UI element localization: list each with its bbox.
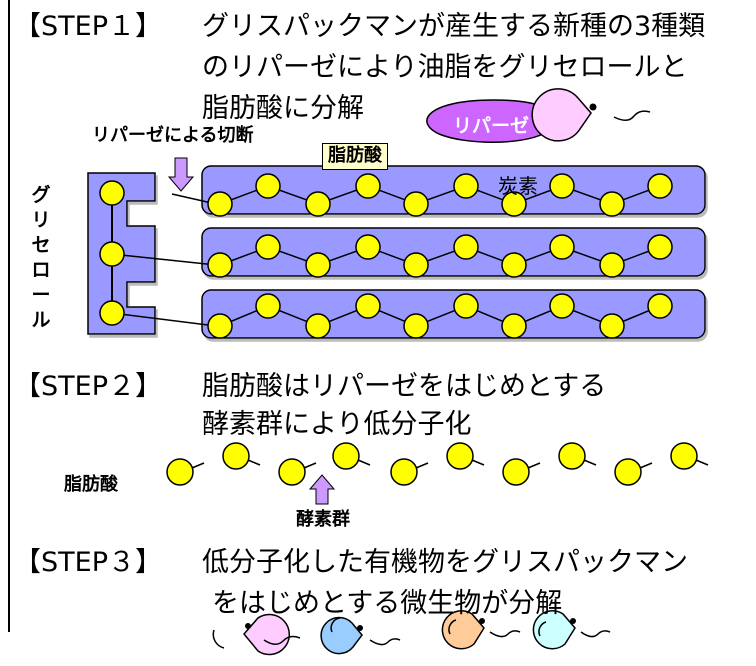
carbon-atom <box>207 313 233 339</box>
carbon-atom <box>647 293 673 319</box>
fragment-atom <box>558 442 586 470</box>
cut-label: リパーゼによる切断 <box>92 125 254 146</box>
pacman-pink <box>212 613 301 656</box>
step2-fragments <box>166 442 709 486</box>
glycerol-atom <box>99 180 125 206</box>
fragment-atom <box>222 442 250 470</box>
glycerol-atom <box>99 300 125 326</box>
pacman-tail <box>613 110 651 121</box>
fragment-bond <box>471 459 485 466</box>
pacman-blue <box>320 616 401 655</box>
fragment-bond <box>527 462 541 469</box>
fragment-bond <box>639 462 653 469</box>
fragment-bond <box>191 462 205 469</box>
fragment-atom <box>670 442 698 470</box>
pacman-orange <box>441 610 521 650</box>
fragment-bond <box>247 459 261 466</box>
step2-fatty-acid-label: 脂肪酸 <box>64 474 118 495</box>
ester-bond-2 <box>111 253 217 266</box>
lipase-bubble-label: リパーゼ <box>453 115 530 137</box>
carbon-chain-bond <box>219 185 661 205</box>
fragment-bond <box>303 462 317 469</box>
pacman-lipase <box>531 88 592 142</box>
carbon-atom <box>305 313 331 339</box>
enzyme-label: 酵素群 <box>296 509 350 530</box>
glycerol-char: リ <box>31 209 51 232</box>
carbon-atom <box>403 191 429 217</box>
fragment-atom <box>166 458 194 486</box>
glycerol-atom <box>99 241 125 267</box>
glycerol-char: セ <box>31 234 51 257</box>
carbon-atom <box>355 293 381 319</box>
pacman-eye <box>589 103 597 111</box>
glycerol-char: ル <box>31 309 51 332</box>
carbon-atom <box>647 234 673 260</box>
carbon-atom <box>355 173 381 199</box>
carbon-atom <box>599 313 625 339</box>
step2-tag: 【STEP２】 <box>14 371 162 402</box>
carbon-atom <box>549 293 575 319</box>
carbon-atom <box>599 191 625 217</box>
carbon-label: 炭素 <box>498 174 538 198</box>
step1-line2: のリパーゼにより油脂をグリセロールと <box>202 52 688 83</box>
step1-line3: 脂肪酸に分解 <box>202 93 364 124</box>
fragment-atom <box>614 458 642 486</box>
carbon-atoms <box>207 173 673 339</box>
carbon-atom <box>207 252 233 278</box>
step2-line2: 酵素群により低分子化 <box>202 409 472 440</box>
carbon-atom <box>453 173 479 199</box>
step3-tag: 【STEP３】 <box>14 547 162 578</box>
fragment-bond <box>357 459 371 466</box>
carbon-chain-bond <box>219 246 661 266</box>
carbon-atom <box>255 293 281 319</box>
carbon-atom <box>403 313 429 339</box>
carbon-atom <box>207 191 233 217</box>
fragment-atom <box>332 442 360 470</box>
fragment-atom <box>278 458 306 486</box>
carbon-atom <box>305 191 331 217</box>
carbon-atom <box>355 234 381 260</box>
carbon-atom <box>453 234 479 260</box>
step1-line1: グリスパックマンが産生する新種の3種類 <box>202 11 706 42</box>
fragment-atom <box>502 458 530 486</box>
carbon-atom <box>501 252 527 278</box>
cut-arrow <box>167 157 195 192</box>
fragment-bond <box>583 459 597 466</box>
fatty-acid-label: 脂肪酸 <box>322 143 388 170</box>
carbon-atom <box>501 191 527 217</box>
carbon-atom <box>453 293 479 319</box>
fragment-bond <box>415 462 429 469</box>
carbon-atom <box>403 252 429 278</box>
glycerol-char: ー <box>31 284 51 307</box>
enzyme-arrow <box>308 474 336 505</box>
carbon-atom <box>501 313 527 339</box>
glycerol-char: グ <box>31 184 51 206</box>
carbon-atom <box>647 173 673 199</box>
carbon-atom <box>305 252 331 278</box>
step3-line2: をはじめとする微生物が分解 <box>212 588 563 619</box>
fragment-atom <box>390 458 418 486</box>
carbon-atom <box>255 173 281 199</box>
pacman-cyan <box>532 610 611 650</box>
glycerol-char: ロ <box>31 259 51 282</box>
carbon-atom <box>549 234 575 260</box>
fragment-atom <box>446 442 474 470</box>
glycerol-vertical-label: グ リ セ ロ ー ル <box>30 183 52 333</box>
ester-bond-3 <box>111 312 217 327</box>
fragment-bond <box>695 459 709 466</box>
carbon-atom <box>599 252 625 278</box>
carbon-atom <box>255 234 281 260</box>
step2-line1: 脂肪酸はリパーゼをはじめとする <box>202 371 607 402</box>
carbon-chain-bond <box>219 305 661 327</box>
carbon-atom <box>549 173 575 199</box>
step3-line1: 低分子化した有機物をグリスパックマン <box>202 547 688 578</box>
step1-tag: 【STEP１】 <box>14 11 162 42</box>
